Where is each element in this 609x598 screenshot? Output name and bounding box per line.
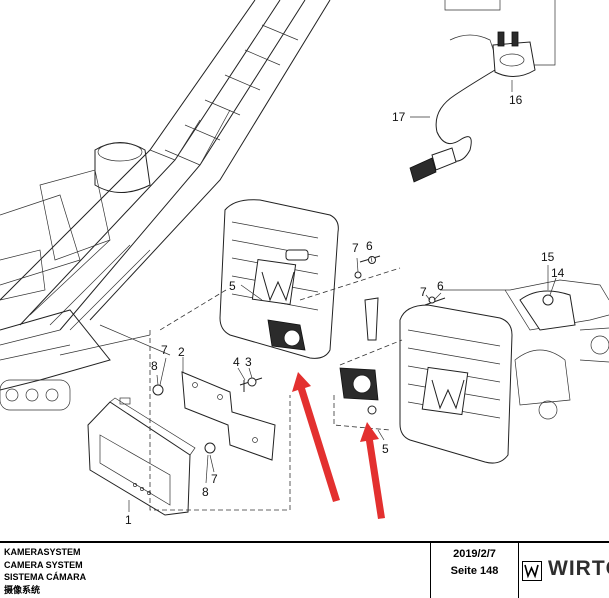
callout-16: 16 [509,93,523,107]
red-arrow-left [292,372,340,502]
machine-bracket [440,279,609,420]
callout-15: 15 [541,250,555,264]
callout-8-left: 8 [151,359,158,373]
callout-17: 17 [392,110,406,124]
right-camera-housing [333,297,513,464]
date-page-cell: 2019/2/7 Seite 148 [431,546,518,580]
brand-name: WIRTGEN [548,557,609,580]
callout-6-lower: 6 [437,279,444,293]
callout-4: 4 [233,355,240,369]
leader-lines [128,80,557,512]
mounting-bracket [149,255,446,511]
title-divider [518,543,519,598]
monitor [87,397,196,516]
callout-5-left: 5 [229,279,236,293]
callout-numbers: 1 2 4 3 5 5 6 6 7 7 7 7 8 8 14 15 16 17 [125,93,565,527]
title-english: CAMERA SYSTEM [4,559,83,570]
callout-1: 1 [125,513,132,527]
title-text: KAMERASYSTEM CAMERA SYSTEM SISTEMA CÁMAR… [4,546,86,596]
title-spanish: SISTEMA CÁMARA [4,572,87,582]
red-indicator-arrows [292,372,385,519]
callout-7-upper: 7 [352,241,359,255]
red-arrow-right [360,422,385,519]
callout-7-left: 7 [161,343,168,357]
brand-logo: WIRTGEN [522,557,609,587]
document-date: 2019/2/7 [453,548,496,560]
callout-7-mid: 7 [420,285,427,299]
callout-6-upper: 6 [366,239,373,253]
title-chinese: 摄像系统 [4,584,41,595]
title-block: KAMERASYSTEM CAMERA SYSTEM SISTEMA CÁMAR… [0,541,609,598]
camera-16-assembly [409,0,556,183]
left-camera-housing [159,199,401,359]
callout-14: 14 [551,266,565,280]
exploded-parts-diagram: 1 2 4 3 5 5 6 6 7 7 7 7 8 8 14 15 16 17 [0,0,609,527]
title-divider [430,543,431,598]
logo-w-icon [522,561,542,581]
callout-8-bottom: 8 [202,485,209,499]
page-number: Seite 148 [450,565,499,577]
title-german: KAMERASYSTEM [4,547,81,557]
callout-5-right: 5 [382,442,389,456]
callout-2: 2 [178,345,185,359]
callout-7-bottom: 7 [211,472,218,486]
boom-structure [0,0,331,411]
callout-3: 3 [245,355,252,369]
